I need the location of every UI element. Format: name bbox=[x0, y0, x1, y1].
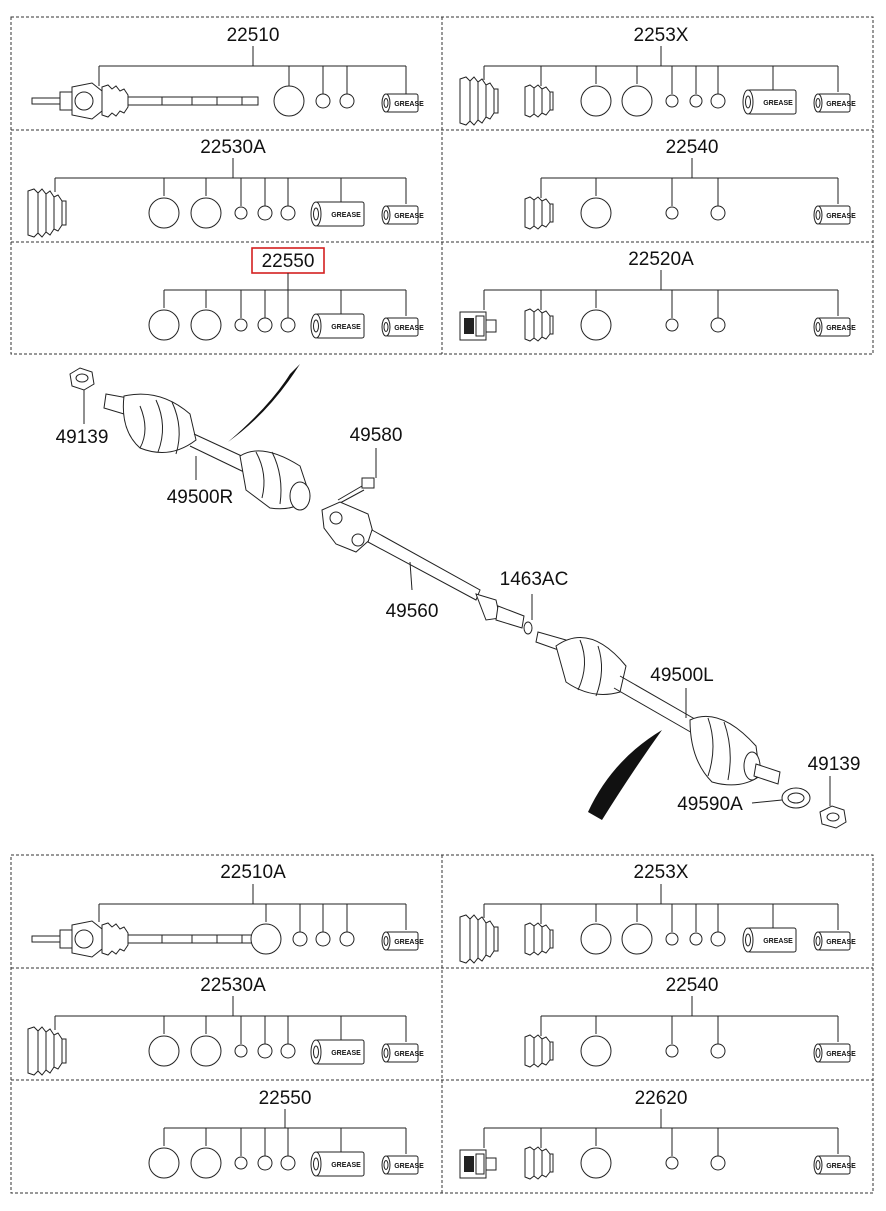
nut-right-icon[interactable] bbox=[69, 367, 95, 391]
kit-panel-top: 22510 GREASE 2253X bbox=[10, 16, 874, 355]
grease-label: GREASE bbox=[826, 101, 856, 108]
kit-code: 22520A bbox=[628, 249, 694, 270]
grease-label: GREASE bbox=[331, 324, 361, 331]
grease-label: GREASE bbox=[826, 325, 856, 332]
kit-code: 22550 bbox=[262, 251, 315, 272]
grease-label: GREASE bbox=[394, 213, 424, 220]
grease-label: GREASE bbox=[826, 1051, 856, 1058]
grease-label: GREASE bbox=[826, 1163, 856, 1170]
grease-label: GREASE bbox=[763, 100, 793, 107]
part-label-shaft-right: 49500R bbox=[167, 487, 234, 508]
part-label-nut-right: 49139 bbox=[56, 427, 109, 448]
kit-code: 22620 bbox=[635, 1088, 688, 1109]
grease-label: GREASE bbox=[394, 1051, 424, 1058]
kit-code: 2253X bbox=[634, 25, 689, 46]
right-driveshaft[interactable] bbox=[103, 393, 311, 511]
kit-group-22520a[interactable]: 22520A GREASE bbox=[459, 249, 856, 342]
part-label-circlip: 1463AC bbox=[500, 569, 569, 590]
part-label-seal: 49590A bbox=[677, 794, 743, 815]
kit-group-22550-bottom[interactable]: 22550 GREASE GREASE bbox=[148, 1088, 424, 1179]
part-label-intermediate: 49560 bbox=[386, 601, 439, 622]
circlip-icon[interactable] bbox=[523, 621, 533, 635]
kit-code: 22550 bbox=[259, 1088, 312, 1109]
grease-label: GREASE bbox=[763, 938, 793, 945]
kit-code: 22510A bbox=[220, 862, 286, 883]
bolt-icon[interactable] bbox=[337, 477, 375, 504]
kit-code: 22510 bbox=[227, 25, 280, 46]
seal-icon[interactable] bbox=[781, 787, 811, 809]
grease-label: GREASE bbox=[331, 212, 361, 219]
kit-group-22620[interactable]: 22620 GREASE bbox=[459, 1088, 856, 1180]
kit-group-22550-top[interactable]: 22550 GREASE GREASE bbox=[148, 247, 424, 341]
grease-label: GREASE bbox=[826, 213, 856, 220]
kit-group-2253x-top[interactable]: 2253X GREASE GREASE bbox=[459, 25, 856, 126]
kit-group-22510[interactable]: 22510 GREASE bbox=[31, 25, 424, 120]
nut-left-icon[interactable] bbox=[819, 805, 847, 829]
kit-code: 22540 bbox=[666, 975, 719, 996]
kit-group-2253x-bottom[interactable]: 2253X GREASE GREASE bbox=[459, 862, 856, 964]
grease-label: GREASE bbox=[394, 101, 424, 108]
kit-group-22530a-bottom[interactable]: 22530A GREASE GREASE bbox=[27, 975, 424, 1076]
grease-label: GREASE bbox=[394, 1163, 424, 1170]
grease-label: GREASE bbox=[394, 939, 424, 946]
kit-group-22540-top[interactable]: 22540 GREASE bbox=[524, 137, 856, 230]
part-label-shaft-left: 49500L bbox=[650, 665, 713, 686]
kit-code: 2253X bbox=[634, 862, 689, 883]
grease-label: GREASE bbox=[826, 939, 856, 946]
part-label-bolt: 49580 bbox=[350, 425, 403, 446]
grease-label: GREASE bbox=[331, 1162, 361, 1169]
kit-code: 22540 bbox=[666, 137, 719, 158]
kit-code: 22530A bbox=[200, 137, 266, 158]
left-driveshaft[interactable] bbox=[535, 631, 781, 786]
part-label-nut-left: 49139 bbox=[808, 754, 861, 775]
driveshaft-assembly: 49139 49500R 49580 bbox=[56, 364, 861, 829]
grease-label: GREASE bbox=[331, 1050, 361, 1057]
intermediate-shaft[interactable] bbox=[321, 501, 525, 629]
grease-label: GREASE bbox=[394, 325, 424, 332]
kit-panel-bottom: 22510A GREASE 2253X bbox=[10, 854, 874, 1194]
kit-group-22510a[interactable]: 22510A GREASE bbox=[31, 862, 424, 958]
kit-code: 22530A bbox=[200, 975, 266, 996]
kit-group-22540-bottom[interactable]: 22540 GREASE bbox=[524, 975, 856, 1068]
kit-group-22530a-top[interactable]: 22530A GREASE GREASE bbox=[27, 137, 424, 238]
